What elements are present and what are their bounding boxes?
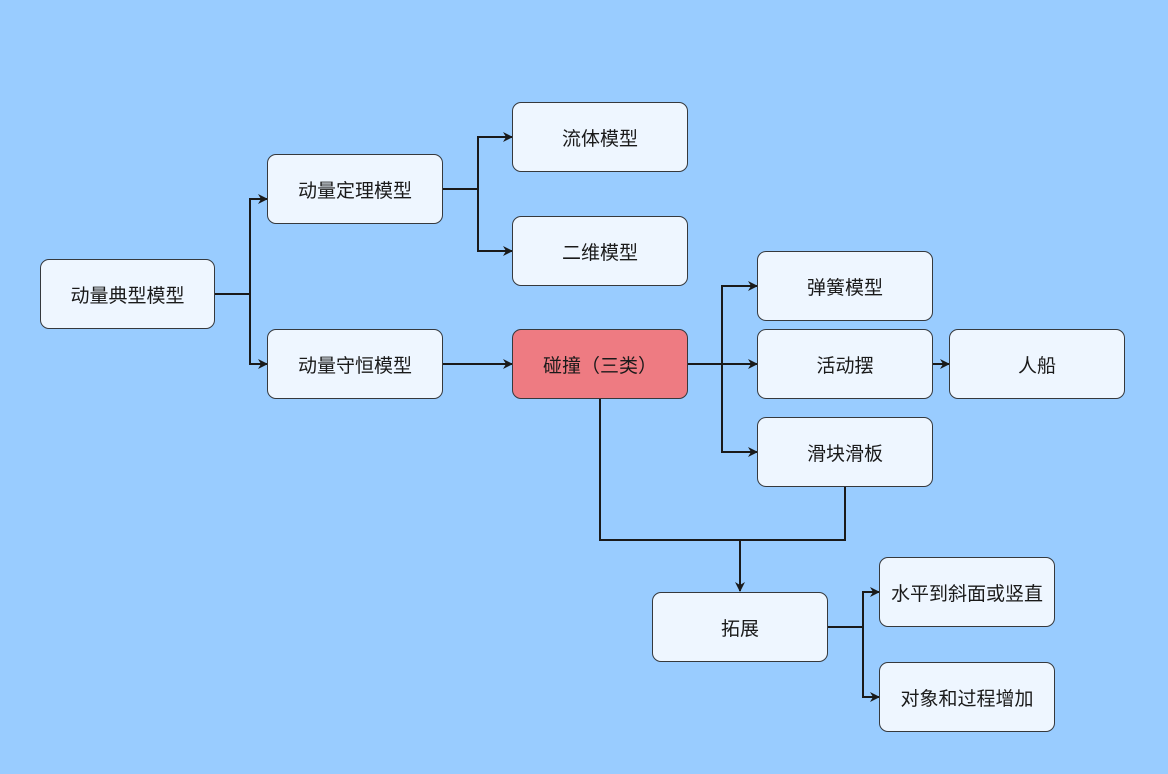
edge-root-to-theorem <box>215 194 268 295</box>
node-more-objects[interactable]: 对象和过程增加 <box>879 662 1055 732</box>
node-root[interactable]: 动量典型模型 <box>40 259 215 329</box>
edge-collision-to-spring <box>688 281 758 365</box>
node-two-d[interactable]: 二维模型 <box>512 216 688 286</box>
node-incline[interactable]: 水平到斜面或竖直 <box>879 557 1055 627</box>
node-root-label: 动量典型模型 <box>70 284 185 307</box>
edge-extension-to-incline <box>828 587 880 628</box>
node-incline-label: 水平到斜面或竖直 <box>890 582 1043 605</box>
node-two-d-label: 二维模型 <box>561 241 638 264</box>
edge-theorem-to-fluid <box>443 132 513 190</box>
node-person-boat-label: 人船 <box>1017 354 1056 377</box>
node-theorem[interactable]: 动量定理模型 <box>267 154 443 224</box>
node-fluid-label: 流体模型 <box>561 127 638 150</box>
node-slider-board[interactable]: 滑块滑板 <box>757 417 933 487</box>
edge-collision-to-slider-board <box>688 363 758 457</box>
node-extension[interactable]: 拓展 <box>652 592 828 662</box>
node-pendulum[interactable]: 活动摆 <box>757 329 933 399</box>
edge-root-to-conservation <box>215 293 268 369</box>
edge-extension-to-more-objects <box>828 626 880 702</box>
edge-collision-to-extension <box>599 399 745 592</box>
edge-theorem-to-two-d <box>443 188 513 256</box>
node-spring[interactable]: 弹簧模型 <box>757 251 933 321</box>
node-collision[interactable]: 碰撞（三类） <box>512 329 688 399</box>
node-extension-label: 拓展 <box>720 617 759 640</box>
node-pendulum-label: 活动摆 <box>816 354 874 377</box>
node-more-objects-label: 对象和过程增加 <box>900 687 1034 710</box>
node-collision-label: 碰撞（三类） <box>542 354 657 377</box>
node-conservation[interactable]: 动量守恒模型 <box>267 329 443 399</box>
node-person-boat[interactable]: 人船 <box>949 329 1125 399</box>
node-spring-label: 弹簧模型 <box>806 276 883 299</box>
node-conservation-label: 动量守恒模型 <box>297 354 412 377</box>
node-theorem-label: 动量定理模型 <box>297 179 412 202</box>
edge-slider-board-to-extension <box>740 487 846 541</box>
node-fluid[interactable]: 流体模型 <box>512 102 688 172</box>
node-slider-board-label: 滑块滑板 <box>806 442 883 465</box>
